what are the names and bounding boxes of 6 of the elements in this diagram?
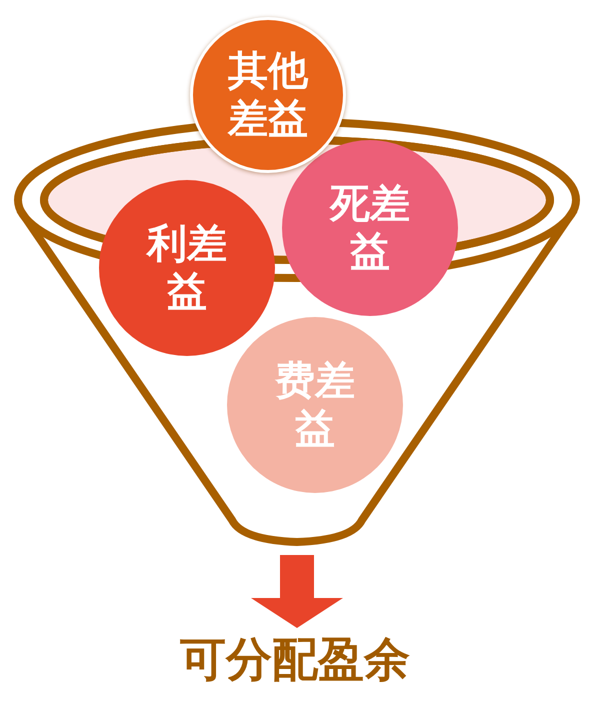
arrow	[251, 555, 343, 628]
node-label: 其他差益	[226, 47, 310, 143]
node-label: 死差益	[328, 180, 411, 276]
result-label: 可分配盈余	[120, 628, 470, 690]
node-label: 费差益	[274, 357, 356, 453]
node-label: 利差益	[145, 220, 228, 316]
